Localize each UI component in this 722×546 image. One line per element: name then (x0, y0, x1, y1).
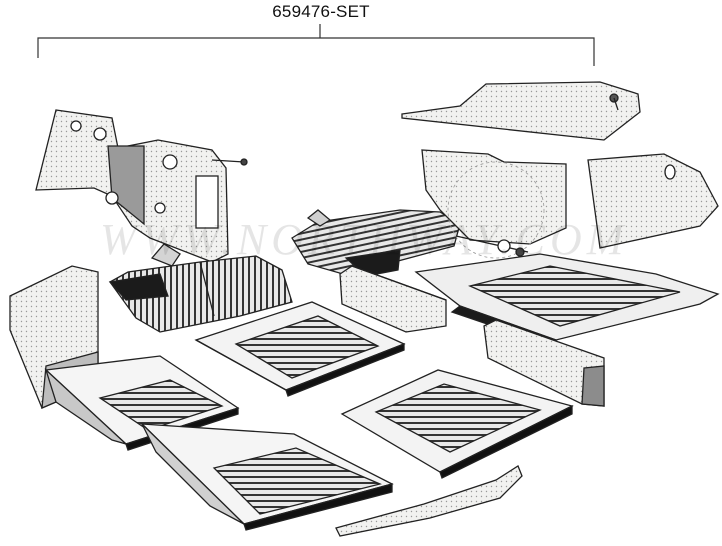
right-footwell-mat (44, 355, 240, 451)
set-number-label: 659476-SET (272, 2, 370, 21)
front-left-floor-mat (194, 301, 406, 397)
rear-floor-mat (414, 253, 720, 345)
front-scuff-strip (335, 465, 523, 537)
tunnel-front-cover (108, 243, 293, 333)
front-right-floor-mat (340, 369, 574, 479)
watermark: WWW.NORTHWAY.COM (100, 215, 629, 264)
front-right-kick-panel (35, 109, 248, 263)
rear-step-right (483, 319, 605, 407)
rear-seat-back-panel (421, 149, 567, 259)
rear-parcel-shelf (401, 81, 641, 141)
tunnel-rear-cover (291, 209, 461, 277)
set-bracket (37, 24, 595, 66)
left-footwell-mat (140, 423, 394, 531)
rear-quarter-panel (587, 153, 719, 249)
rear-step-left (339, 265, 447, 333)
